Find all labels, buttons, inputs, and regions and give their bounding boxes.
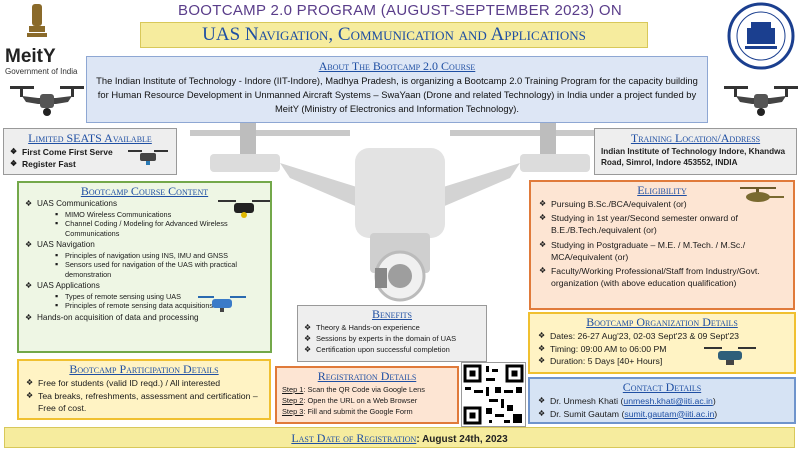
contact-email-link[interactable]: unmesh.khati@iiti.ac.in bbox=[623, 396, 713, 406]
step-text: : Scan the QR Code via Google Lens bbox=[303, 385, 425, 394]
header-line2: UAS Navigation, Communication and Applic… bbox=[202, 24, 586, 45]
emblem-logo bbox=[25, 2, 49, 40]
list-item: Sessions by experts in the domain of UAS bbox=[304, 333, 480, 344]
course-content-list: UAS Communications bbox=[25, 199, 264, 210]
qr-code[interactable] bbox=[461, 362, 526, 427]
list-item: First Come First Serve bbox=[10, 146, 170, 158]
eligibility-section: Eligibility Pursuing B.Sc./BCA/equivalen… bbox=[529, 180, 795, 310]
list-item: Theory & Hands-on experience bbox=[304, 322, 480, 333]
list-item: Types of remote sensing using UAS bbox=[55, 292, 262, 302]
list-item: UAS Navigation bbox=[25, 240, 264, 251]
seats-section: Limited SEATS Available First Come First… bbox=[3, 128, 177, 175]
contact-end: ) bbox=[712, 396, 716, 406]
drone-content-icon bbox=[218, 200, 270, 218]
drone-illustration bbox=[190, 118, 610, 302]
eligibility-list: Pursuing B.Sc./BCA/equivalent (or) Study… bbox=[539, 198, 785, 289]
step-label: Step 1 bbox=[282, 385, 304, 394]
header-line1: BOOTCAMP 2.0 PROGRAM (AUGUST-SEPTEMBER 2… bbox=[178, 2, 622, 19]
step-text: : Open the URL on a Web Browser bbox=[303, 396, 418, 405]
drone-small-icon bbox=[128, 150, 168, 165]
list-item: Duration: 5 Days [40+ Hours] bbox=[538, 355, 786, 368]
list-item: Channel Coding / Modeling for Advanced W… bbox=[55, 219, 262, 238]
course-content-section: Bootcamp Course Content UAS Communicatio… bbox=[17, 181, 272, 353]
list-item: Principles of navigation using INS, IMU … bbox=[55, 251, 262, 261]
list-item: Timing: 09:00 AM to 06:00 PM bbox=[538, 343, 786, 356]
contact-title: Contact Details bbox=[622, 380, 702, 394]
contact-name: Dr. Unmesh Khati ( bbox=[550, 396, 624, 406]
registration-step: Step 3: Fill and submit the Google Form bbox=[282, 406, 452, 417]
registration-title: Registration Details bbox=[317, 369, 417, 383]
course-content-list: UAS Navigation bbox=[25, 240, 264, 251]
course-content-title: Bootcamp Course Content bbox=[80, 184, 209, 198]
list-item: Dates: 26-27 Aug'23, 02-03 Sept'23 & 09 … bbox=[538, 330, 786, 343]
list-item: Hands-on acquisition of data and process… bbox=[25, 313, 264, 324]
participation-list: Free for students (valid ID reqd.) / All… bbox=[26, 377, 262, 415]
list-item: Dr. Unmesh Khati (unmesh.khati@iiti.ac.i… bbox=[538, 395, 786, 408]
benefits-title: Benefits bbox=[371, 307, 412, 321]
contact-list: Dr. Unmesh Khati (unmesh.khati@iiti.ac.i… bbox=[538, 395, 786, 420]
list-item: Sensors used for navigation of the UAS w… bbox=[55, 260, 262, 279]
contact-email-link[interactable]: sumit.gautam@iiti.ac.in bbox=[624, 408, 715, 419]
contact-section: Contact Details Dr. Unmesh Khati (unmesh… bbox=[528, 377, 796, 424]
course-content-list: Hands-on acquisition of data and process… bbox=[25, 313, 264, 324]
registration-step: Step 1: Scan the QR Code via Google Lens bbox=[282, 384, 452, 395]
participation-section: Bootcamp Participation Details Free for … bbox=[17, 359, 271, 420]
about-title: About The Bootcamp 2.0 Course bbox=[318, 59, 476, 73]
list-item: Studying in Postgraduate – M.E. / M.Tech… bbox=[539, 239, 785, 263]
iit-indore-logo bbox=[727, 2, 795, 70]
seats-title: Limited SEATS Available bbox=[28, 131, 152, 145]
about-text: The Indian Institute of Technology - Ind… bbox=[96, 75, 698, 114]
drone-apps-icon bbox=[198, 296, 246, 312]
seats-list: First Come First Serve Register Fast bbox=[10, 146, 170, 170]
drone-icon-left bbox=[10, 86, 84, 116]
last-date-banner: Last Date of Registration: August 24th, … bbox=[4, 427, 795, 448]
list-item: Register Fast bbox=[10, 158, 170, 170]
last-date-label: Last Date of Registration bbox=[291, 431, 417, 445]
benefits-section: Benefits Theory & Hands-on experience Se… bbox=[297, 305, 487, 362]
location-section: Training Location/Address Indian Institu… bbox=[594, 128, 797, 175]
registration-step: Step 2: Open the URL on a Web Browser bbox=[282, 395, 452, 406]
list-item: Studying in 1st year/Second semester onw… bbox=[539, 212, 785, 236]
drone-org-icon bbox=[704, 347, 756, 365]
list-item: Faculty/Working Professional/Staff from … bbox=[539, 265, 785, 289]
comm-sublist: MIMO Wireless Communications Channel Cod… bbox=[55, 210, 262, 239]
apps-sublist: Types of remote sensing using UAS Princi… bbox=[55, 292, 262, 311]
last-date-value: : August 24th, 2023 bbox=[416, 434, 508, 445]
step-label: Step 3 bbox=[282, 407, 304, 416]
step-text: : Fill and submit the Google Form bbox=[303, 407, 413, 416]
benefits-list: Theory & Hands-on experience Sessions by… bbox=[304, 322, 480, 355]
about-section: About The Bootcamp 2.0 Course The Indian… bbox=[86, 56, 708, 123]
drone-icon-right bbox=[724, 86, 798, 116]
list-item: MIMO Wireless Communications bbox=[55, 210, 210, 220]
organization-title: Bootcamp Organization Details bbox=[586, 315, 738, 329]
meity-subtitle: Government of India bbox=[5, 67, 78, 76]
header-banner bbox=[140, 22, 648, 48]
list-item: Dr. Sumit Gautam (sumit.gautam@iiti.ac.i… bbox=[538, 408, 786, 421]
list-item: Principles of remote sensing data acquis… bbox=[55, 301, 262, 311]
list-item: Pursuing B.Sc./BCA/equivalent (or) bbox=[539, 198, 715, 210]
list-item: UAS Applications bbox=[25, 281, 264, 292]
list-item: Free for students (valid ID reqd.) / All… bbox=[26, 377, 262, 390]
course-content-list: UAS Applications bbox=[25, 281, 264, 292]
organization-list: Dates: 26-27 Aug'23, 02-03 Sept'23 & 09 … bbox=[538, 330, 786, 368]
list-item: UAS Communications bbox=[25, 199, 264, 210]
meity-name: MeitY bbox=[5, 46, 56, 67]
helicopter-icon bbox=[740, 187, 784, 202]
nav-sublist: Principles of navigation using INS, IMU … bbox=[55, 251, 262, 280]
contact-name: Dr. Sumit Gautam ( bbox=[550, 408, 625, 419]
location-title: Training Location/Address bbox=[630, 131, 761, 145]
eligibility-title: Eligibility bbox=[637, 183, 687, 197]
list-item: Tea breaks, refreshments, assessment and… bbox=[26, 390, 262, 415]
participation-title: Bootcamp Participation Details bbox=[69, 362, 219, 376]
list-item: Certification upon successful completion bbox=[304, 344, 480, 355]
organization-section: Bootcamp Organization Details Dates: 26-… bbox=[528, 312, 796, 374]
step-label: Step 2 bbox=[282, 396, 304, 405]
registration-section: Registration Details Step 1: Scan the QR… bbox=[275, 366, 459, 424]
contact-end: ) bbox=[714, 408, 718, 419]
location-text: Indian Institute of Technology Indore, K… bbox=[601, 147, 786, 167]
